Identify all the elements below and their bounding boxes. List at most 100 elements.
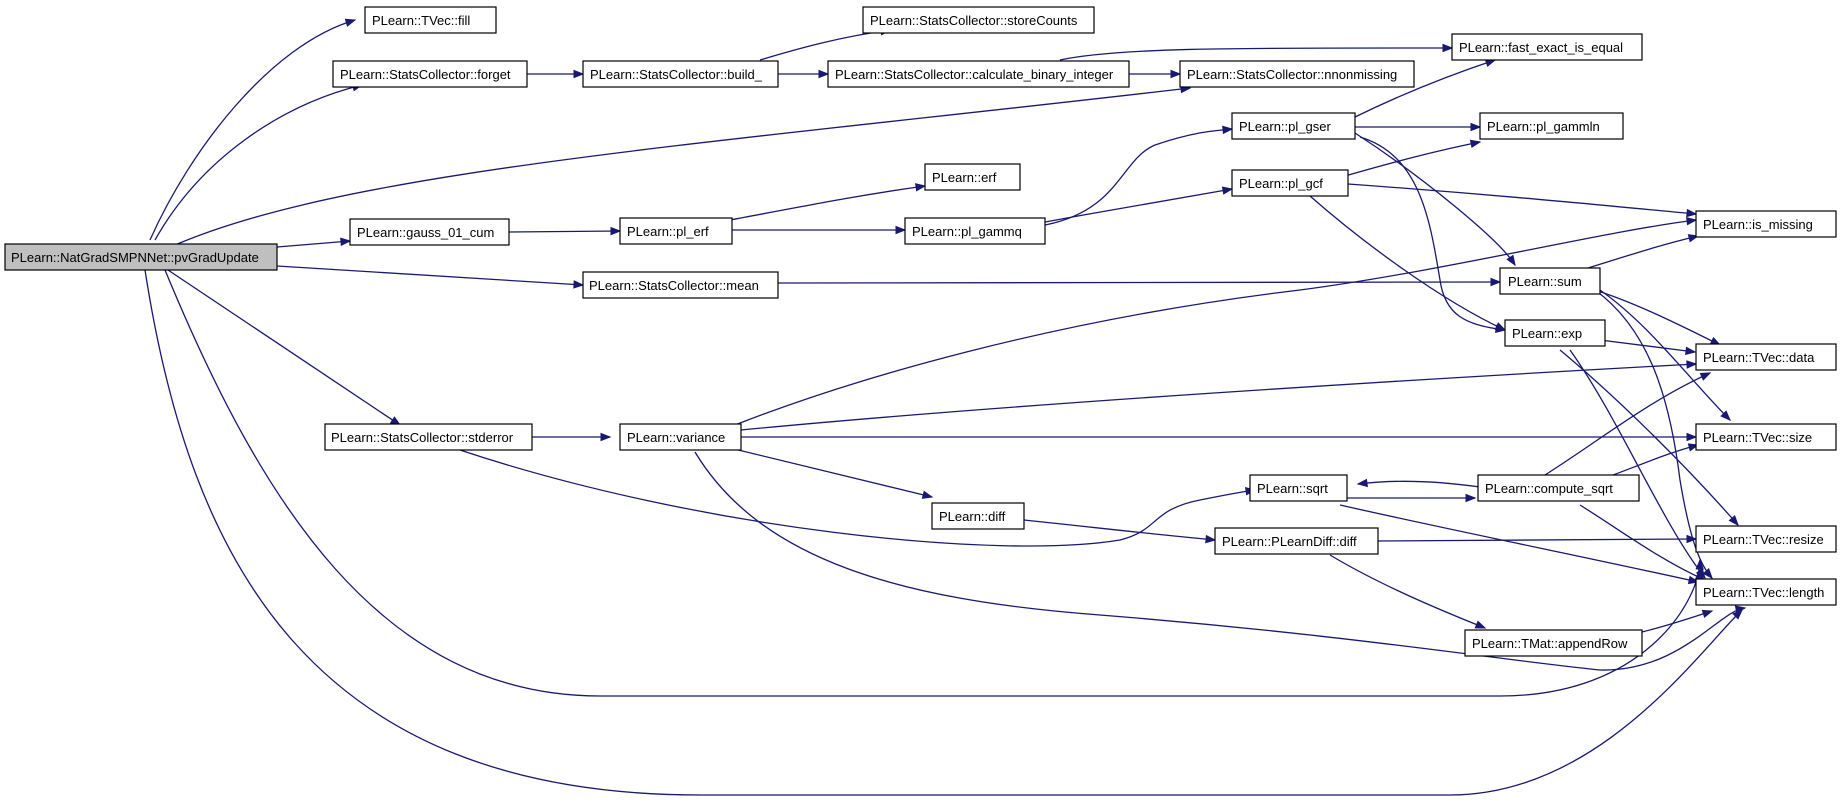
node-pl_gcf-box <box>1231 169 1349 197</box>
node-nnonmissing-label: PLearn::StatsCollector::nnonmissing <box>1187 67 1397 82</box>
arrowhead-exp-resize <box>1728 515 1739 527</box>
arrowhead-diff-pldiff <box>1205 534 1217 544</box>
arrowhead-root-gauss <box>340 237 352 246</box>
node-length[interactable]: PLearn::TVec::length <box>1695 578 1837 606</box>
node-storeCounts[interactable]: PLearn::StatsCollector::storeCounts <box>862 6 1095 34</box>
node-diff[interactable]: PLearn::diff <box>931 502 1025 530</box>
node-compute_sqrt[interactable]: PLearn::compute_sqrt <box>1477 474 1640 502</box>
node-pldiff-box <box>1214 527 1379 555</box>
node-is_missing[interactable]: PLearn::is_missing <box>1695 210 1837 238</box>
node-resize[interactable]: PLearn::TVec::resize <box>1695 525 1837 553</box>
node-appendRow[interactable]: PLearn::TMat::appendRow <box>1464 629 1643 657</box>
nodes-layer: PLearn::NatGradSMPNNet::pvGradUpdate PLe… <box>4 6 1837 657</box>
edge-cbi-feq <box>1059 47 1453 61</box>
node-pl_erf[interactable]: PLearn::pl_erf <box>619 217 733 245</box>
arrowhead-pl_gser-pl_gammln <box>1470 122 1482 132</box>
edge-stderror-sqrt <box>459 449 1256 547</box>
node-storeCounts-label: PLearn::StatsCollector::storeCounts <box>870 13 1078 28</box>
edge-root-gauss <box>276 240 351 248</box>
node-appendRow-box <box>1464 629 1643 657</box>
node-size-box <box>1695 423 1837 451</box>
node-forget-box <box>332 60 528 88</box>
node-pl_erf-label: PLearn::pl_erf <box>627 224 709 239</box>
arrowhead-sum-size <box>1720 410 1731 421</box>
edge-pl_gcf-pl_gammln <box>1344 141 1481 177</box>
node-exp[interactable]: PLearn::exp <box>1504 319 1606 347</box>
edge-pldiff-appendRow <box>1329 554 1486 629</box>
node-forget[interactable]: PLearn::StatsCollector::forget <box>332 60 528 88</box>
node-fill[interactable]: PLearn::TVec::fill <box>364 6 497 34</box>
node-size[interactable]: PLearn::TVec::size <box>1695 423 1837 451</box>
node-resize-label: PLearn::TVec::resize <box>1703 532 1824 547</box>
node-pl_gser[interactable]: PLearn::pl_gser <box>1231 112 1356 140</box>
node-root[interactable]: PLearn::NatGradSMPNNet::pvGradUpdate <box>4 243 278 271</box>
node-sqrt-box <box>1249 474 1348 502</box>
node-is_missing-box <box>1695 210 1837 238</box>
node-cbi-box <box>827 60 1130 88</box>
arrowhead-root-mean <box>573 280 585 289</box>
arrowhead-pl_gser-sum <box>1506 254 1516 267</box>
node-data[interactable]: PLearn::TVec::data <box>1695 343 1837 371</box>
arrowhead-variance-is_missing <box>1686 217 1698 226</box>
node-build_[interactable]: PLearn::StatsCollector::build_ <box>582 60 779 88</box>
arrowhead-sqrt-compute_sqrt <box>1465 493 1477 503</box>
node-pldiff[interactable]: PLearn::PLearnDiff::diff <box>1214 527 1379 555</box>
edge-mean-sum <box>777 281 1501 284</box>
edge-pl_gser-sum <box>1354 132 1516 266</box>
node-stderror-label: PLearn::StatsCollector::stderror <box>331 430 514 445</box>
arrowhead-variance-data <box>1686 360 1698 369</box>
node-erf[interactable]: PLearn::erf <box>924 163 1021 191</box>
node-gauss-label: PLearn::gauss_01_cum <box>357 225 494 240</box>
edge-pl_gcf-is_missing <box>1347 183 1697 215</box>
node-diff-box <box>931 502 1025 530</box>
arrowhead-appendRow-length <box>1701 609 1714 618</box>
node-feq[interactable]: PLearn::fast_exact_is_equal <box>1451 33 1643 61</box>
node-pl_gser-box <box>1231 112 1356 140</box>
edge-build_-storeCounts <box>759 29 891 61</box>
arrowhead-mean-sum <box>1490 277 1502 287</box>
node-stderror[interactable]: PLearn::StatsCollector::stderror <box>324 423 533 451</box>
node-pl_gammln[interactable]: PLearn::pl_gammln <box>1479 112 1624 140</box>
edge-pl_erf-erf <box>729 185 926 221</box>
node-variance[interactable]: PLearn::variance <box>619 423 742 451</box>
edge-compute_sqrt-sqrt <box>1357 480 1481 488</box>
arrowhead-exp-data <box>1685 346 1697 355</box>
arrowhead-pl_gammq-pl_gser <box>1222 125 1234 135</box>
node-sum[interactable]: PLearn::sum <box>1499 267 1601 295</box>
edge-compute_sqrt-length <box>1579 504 1706 581</box>
edge-sum-is_missing <box>1587 235 1699 269</box>
arrowhead-pl_gammq-pl_gcf <box>1221 186 1234 195</box>
node-mean-box <box>582 271 779 299</box>
edge-root-mean <box>276 265 584 286</box>
edge-root-stderror <box>164 267 401 426</box>
arrowhead-root-fill <box>344 18 357 27</box>
edge-pl_gcf-exp <box>1309 195 1506 331</box>
node-fill-label: PLearn::TVec::fill <box>372 13 470 28</box>
node-length-box <box>1695 578 1837 606</box>
node-exp-box <box>1504 319 1606 347</box>
edge-pldiff-resize <box>1377 538 1697 542</box>
node-data-label: PLearn::TVec::data <box>1703 350 1815 365</box>
node-pl_gammq[interactable]: PLearn::pl_gammq <box>904 217 1046 245</box>
node-gauss[interactable]: PLearn::gauss_01_cum <box>349 218 510 246</box>
node-cbi[interactable]: PLearn::StatsCollector::calculate_binary… <box>827 60 1130 88</box>
edge-variance-data <box>740 363 1697 431</box>
node-size-label: PLearn::TVec::size <box>1703 430 1812 445</box>
node-nnonmissing[interactable]: PLearn::StatsCollector::nnonmissing <box>1179 60 1415 88</box>
node-sqrt-label: PLearn::sqrt <box>1257 481 1328 496</box>
node-build_-label: PLearn::StatsCollector::build_ <box>590 67 763 82</box>
node-pl_gcf[interactable]: PLearn::pl_gcf <box>1231 169 1349 197</box>
node-compute_sqrt-box <box>1477 474 1640 502</box>
arrowhead-compute_sqrt-sqrt <box>1356 478 1368 488</box>
edge-root-resize <box>164 269 1701 697</box>
edge-pl_gammq-pl_gcf <box>1044 188 1233 223</box>
node-appendRow-label: PLearn::TMat::appendRow <box>1472 636 1628 651</box>
arrowhead-stderror-variance <box>600 432 612 442</box>
edge-sum-data <box>1587 287 1721 346</box>
node-sqrt[interactable]: PLearn::sqrt <box>1249 474 1348 502</box>
edge-appendRow-length <box>1641 610 1713 633</box>
node-mean[interactable]: PLearn::StatsCollector::mean <box>582 271 779 299</box>
node-diff-label: PLearn::diff <box>939 509 1006 524</box>
node-build_-box <box>582 60 779 88</box>
arrowhead-pldiff-resize <box>1686 534 1698 544</box>
